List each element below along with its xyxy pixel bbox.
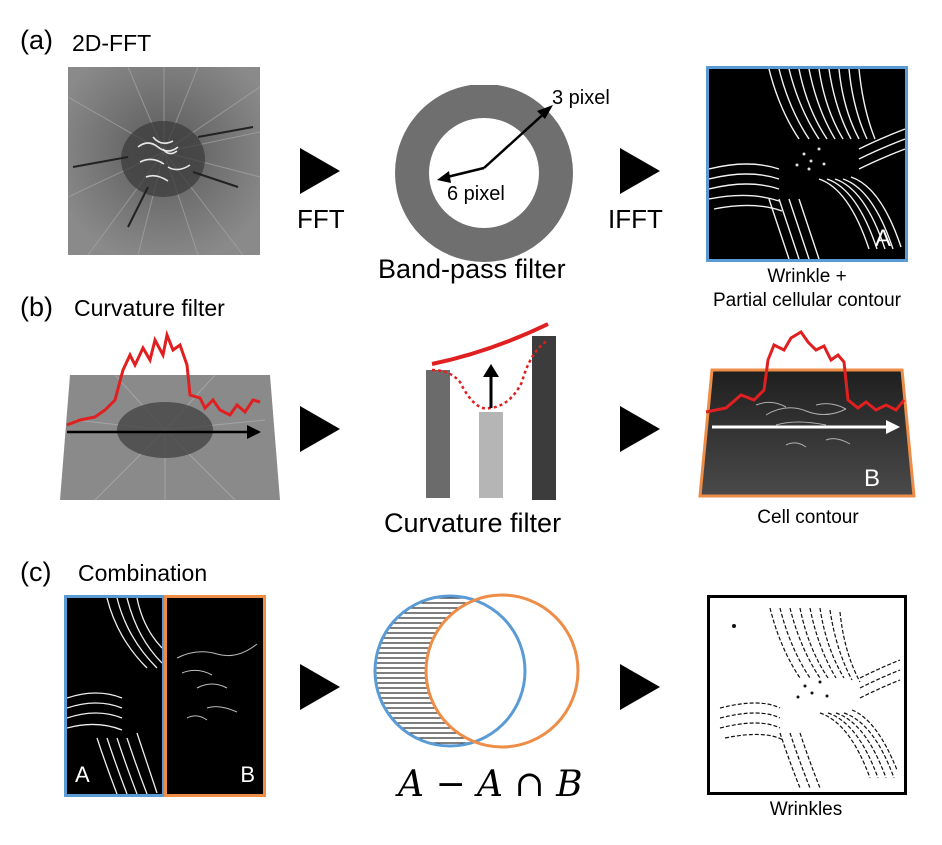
section-c-label: (c) (20, 557, 52, 587)
triangle-arrow-icon (300, 664, 340, 710)
wrinkles-result-image (707, 595, 907, 795)
curvature-surface-left (60, 329, 280, 501)
pixel-outer-label: 3 pixel (552, 87, 610, 109)
result-a-caption-line1: Wrinkle + (767, 266, 847, 287)
result-b-letter: B (864, 465, 880, 492)
result-a-caption-line2: Partial cellular contour (713, 290, 901, 311)
set-difference-formula: A − A ∩ B (398, 764, 583, 805)
triangle-arrow-icon (620, 148, 660, 194)
triangle-arrow-icon (620, 406, 660, 452)
cell-micrograph-image (68, 67, 260, 255)
combo-a-image: A (64, 595, 165, 797)
ifft-label: IFFT (608, 204, 663, 234)
combo-a-letter: A (75, 762, 90, 787)
curvature-bar-diagram (426, 322, 556, 500)
result-a-letter: A (874, 225, 891, 252)
combo-b-image: B (164, 595, 266, 797)
section-b-title: Curvature filter (74, 295, 225, 321)
venn-diagram (373, 593, 580, 749)
section-b-label: (b) (20, 292, 53, 322)
pixel-inner-label: 6 pixel (447, 183, 505, 205)
band-pass-caption: Band-pass filter (378, 254, 566, 284)
section-a-label: (a) (20, 25, 53, 55)
triangle-arrow-icon (300, 406, 340, 452)
triangle-arrow-icon (300, 148, 340, 194)
result-b-caption: Cell contour (757, 507, 859, 528)
triangle-arrow-icon (620, 664, 660, 710)
section-c-title: Combination (78, 560, 208, 586)
result-b-image: B (698, 329, 916, 498)
curvature-filter-caption: Curvature filter (384, 508, 562, 538)
result-a-image: A (706, 66, 908, 262)
fft-label: FFT (297, 204, 345, 234)
section-a-title: 2D-FFT (72, 30, 152, 56)
combo-b-letter: B (240, 762, 255, 787)
wrinkles-caption: Wrinkles (769, 799, 843, 820)
band-pass-ring (395, 85, 573, 262)
